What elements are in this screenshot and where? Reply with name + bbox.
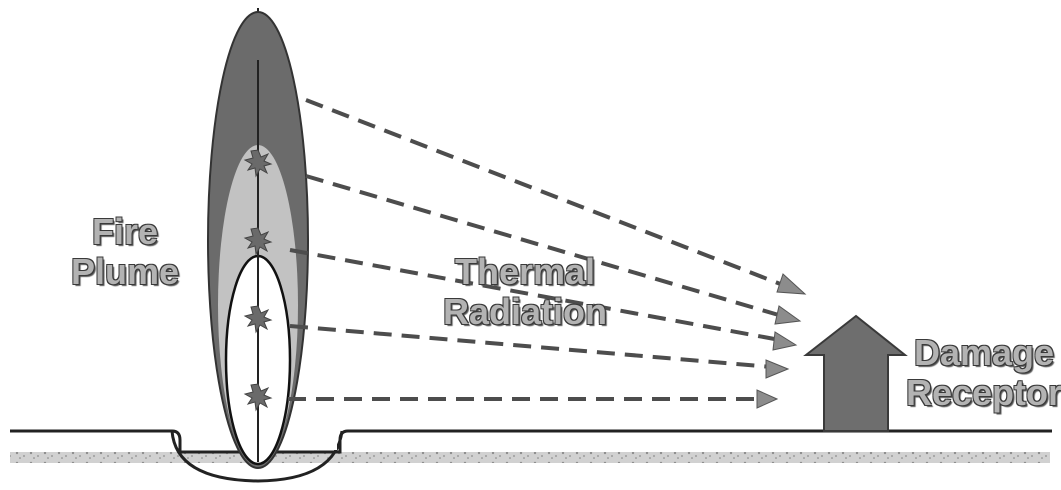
triangle-arrowhead-icon (776, 273, 807, 295)
thermal-radiation-label-line1: Thermal (454, 251, 596, 292)
starburst-icon (243, 383, 273, 412)
pool-pit (170, 430, 344, 483)
radiation-arrows (288, 98, 789, 401)
thermal-radiation-label-line2: Radiation (442, 291, 607, 332)
house-icon (803, 314, 908, 432)
damage-receptor (803, 314, 908, 432)
starburst-icon (243, 305, 273, 334)
thermal-radiation-label: Thermal Radiation (440, 252, 610, 332)
radiation-ray-4 (289, 324, 773, 369)
radiation-ray-1 (305, 98, 789, 289)
emission-points (243, 149, 273, 412)
starburst-icon (243, 227, 273, 256)
damage-receptor-label-line2: Receptor (905, 372, 1061, 413)
ground-surface-line (10, 429, 1052, 454)
triangle-arrowhead-icon (772, 331, 798, 351)
ground (10, 429, 1052, 483)
triangle-arrowhead-icon (774, 305, 802, 325)
radiation-arrowheads (756, 273, 807, 409)
damage-receptor-label: Damage Receptor (904, 333, 1061, 413)
ground-gravel-strip (10, 452, 1050, 463)
triangle-arrowhead-icon (765, 359, 790, 379)
starburst-icon (243, 149, 273, 178)
fire-plume-label: Fire Plume (70, 212, 180, 292)
damage-receptor-label-line1: Damage (913, 332, 1055, 373)
triangle-arrowhead-icon (756, 389, 779, 409)
fire-plume-label-line2: Plume (70, 251, 180, 292)
fire-plume-label-line1: Fire (91, 211, 159, 252)
